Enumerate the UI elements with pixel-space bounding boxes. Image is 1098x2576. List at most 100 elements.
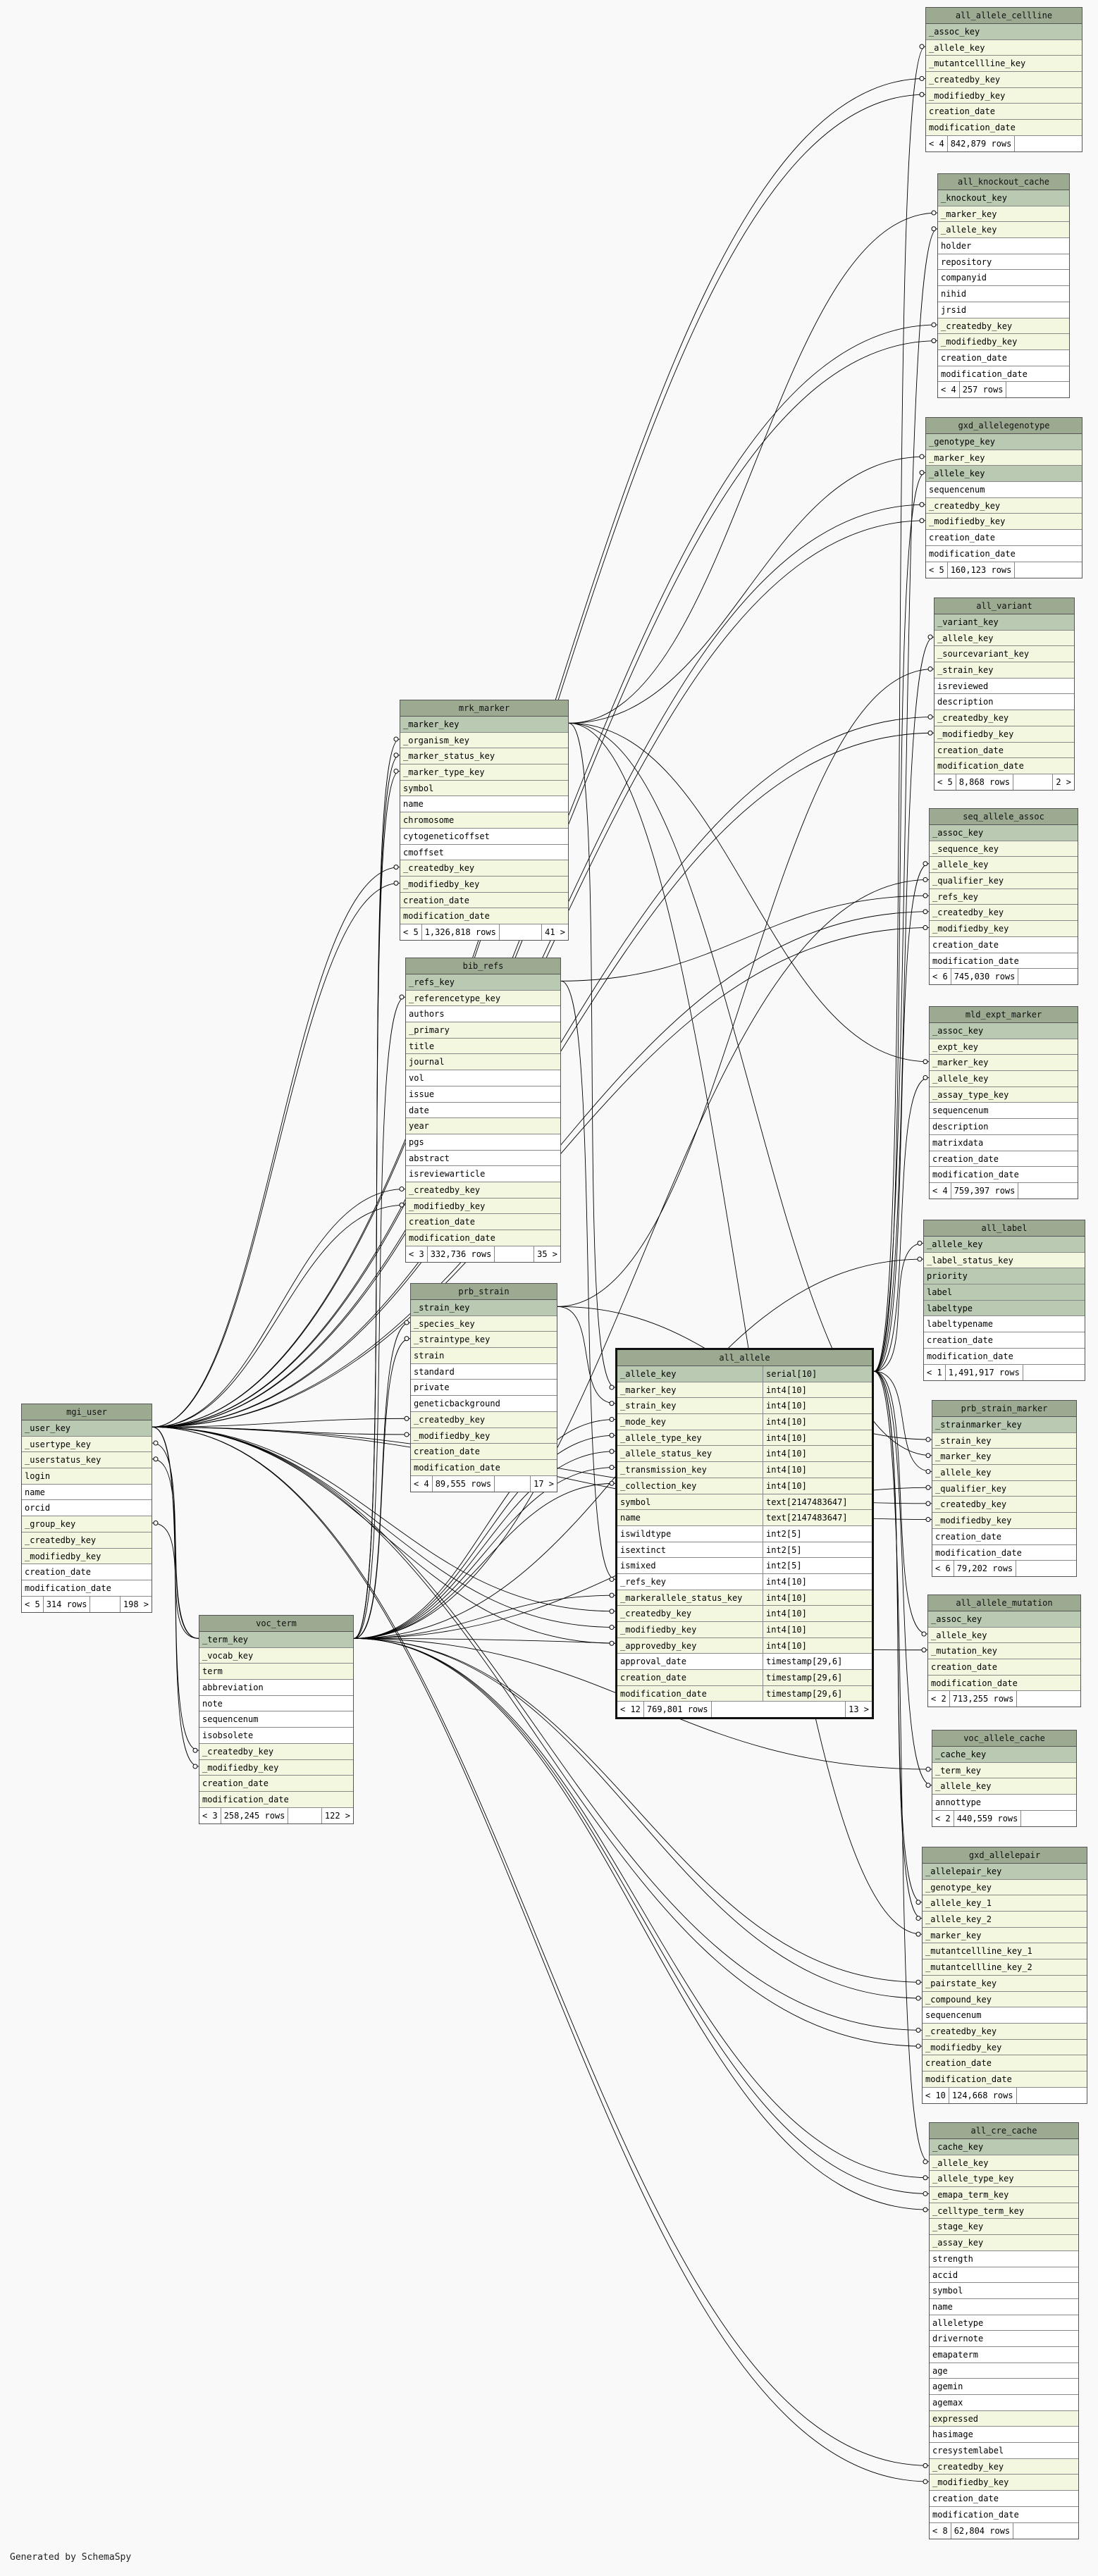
column-row[interactable]: _marker_key xyxy=(400,717,568,733)
column-row[interactable]: _modifiedby_key xyxy=(930,921,1078,937)
column-row[interactable]: _strain_key xyxy=(411,1300,557,1316)
table-gxd-allelepair[interactable]: gxd_allelepair_allelepair_key_genotype_k… xyxy=(922,1847,1087,2104)
column-row[interactable]: modification_date xyxy=(22,1580,152,1597)
children-count[interactable]: 198 > xyxy=(119,1596,152,1612)
column-row[interactable]: _species_key xyxy=(411,1315,557,1332)
column-row[interactable]: agemin xyxy=(930,2379,1078,2395)
parents-count[interactable]: < 12 xyxy=(617,1702,644,1718)
column-row[interactable]: _genotype_key xyxy=(923,1879,1087,1896)
column-row[interactable]: modification_date xyxy=(930,953,1078,970)
column-row[interactable]: modification_date xyxy=(199,1791,353,1808)
column-row[interactable]: modification_date xyxy=(928,1675,1080,1692)
column-row[interactable]: symbol xyxy=(400,780,568,797)
parents-count[interactable]: < 3 xyxy=(199,1807,221,1823)
column-row[interactable]: _cache_key xyxy=(930,2139,1078,2155)
parents-count[interactable]: < 5 xyxy=(22,1596,44,1612)
column-row[interactable]: abbreviation xyxy=(199,1680,353,1696)
column-row[interactable]: creation_date xyxy=(938,349,1069,366)
column-row[interactable]: _modifiedby_key xyxy=(411,1428,557,1444)
column-row[interactable]: _pairstate_key xyxy=(923,1975,1087,1992)
table-title[interactable]: bib_refs xyxy=(406,958,560,974)
column-row[interactable]: _marker_key xyxy=(938,206,1069,223)
table-title[interactable]: all_knockout_cache xyxy=(938,174,1069,190)
table-title[interactable]: all_allele_mutation xyxy=(928,1595,1080,1611)
table-title[interactable]: mld_expt_marker xyxy=(930,1007,1078,1023)
children-count[interactable]: 13 > xyxy=(845,1702,872,1718)
children-count[interactable]: 2 > xyxy=(1052,774,1074,790)
column-row[interactable]: _allele_key xyxy=(934,630,1074,647)
table-title[interactable]: voc_term xyxy=(199,1616,353,1632)
column-row[interactable]: _refs_key xyxy=(406,974,560,991)
column-row[interactable]: _modifiedby_key xyxy=(938,334,1069,350)
column-row[interactable]: _mutantcellline_key_1 xyxy=(923,1943,1087,1960)
column-row[interactable]: cytogeneticoffset xyxy=(400,828,568,845)
parents-count[interactable]: < 8 xyxy=(930,2522,951,2539)
table-seq-allele-assoc[interactable]: seq_allele_assoc_assoc_key_sequence_key_… xyxy=(929,808,1078,986)
column-row[interactable]: name xyxy=(22,1484,152,1501)
column-row[interactable]: _userstatus_key xyxy=(22,1452,152,1469)
column-row[interactable]: _assoc_key xyxy=(930,825,1078,841)
column-row[interactable]: label xyxy=(924,1284,1085,1301)
column-row[interactable]: creation_date xyxy=(928,1659,1080,1676)
column-row[interactable]: strength xyxy=(930,2250,1078,2267)
column-row[interactable]: _createdby_key xyxy=(926,497,1082,514)
column-row[interactable]: isreviewarticle xyxy=(406,1166,560,1182)
column-row[interactable]: _allele_type_key xyxy=(930,2171,1078,2188)
table-all-cre-cache[interactable]: all_cre_cache_cache_key_allele_key_allel… xyxy=(929,2122,1079,2539)
column-row[interactable]: modification_date xyxy=(930,2506,1078,2523)
table-all-allele-cellline[interactable]: all_allele_cellline_assoc_key_allele_key… xyxy=(925,7,1082,152)
column-row[interactable]: companyid xyxy=(938,270,1069,287)
column-row[interactable]: _sourcevariant_key xyxy=(934,646,1074,663)
column-row[interactable]: _createdby_key xyxy=(926,72,1082,88)
column-row[interactable]: title xyxy=(406,1038,560,1055)
table-all-allele-mutation[interactable]: all_allele_mutation_assoc_key_allele_key… xyxy=(927,1594,1081,1708)
column-row[interactable]: _mutation_key xyxy=(928,1643,1080,1660)
parents-count[interactable]: < 4 xyxy=(930,1182,951,1199)
column-row[interactable]: orcid xyxy=(22,1500,152,1517)
column-row[interactable]: _createdby_key xyxy=(930,905,1078,922)
column-row[interactable]: _allele_key_2 xyxy=(923,1912,1087,1928)
column-row[interactable]: _allele_key xyxy=(928,1627,1080,1644)
column-row[interactable]: modification_date xyxy=(932,1544,1076,1561)
column-row[interactable]: _stage_key xyxy=(930,2219,1078,2236)
column-row[interactable]: _createdby_key xyxy=(411,1411,557,1428)
column-row[interactable]: _variant_key xyxy=(934,614,1074,631)
column-row[interactable]: issue xyxy=(406,1086,560,1103)
column-row[interactable]: creation_date xyxy=(923,2055,1087,2072)
column-row[interactable]: holder xyxy=(938,238,1069,254)
column-row[interactable]: _modifiedby_key xyxy=(400,876,568,893)
column-row[interactable]: creation_date xyxy=(932,1528,1076,1545)
table-mrk-marker[interactable]: mrk_marker_marker_key_organism_key_marke… xyxy=(400,700,569,941)
column-row[interactable]: creation_date xyxy=(926,104,1082,120)
column-row[interactable]: vol xyxy=(406,1070,560,1086)
column-row[interactable]: modification_date xyxy=(926,120,1082,136)
column-row[interactable]: _assoc_key xyxy=(928,1611,1080,1628)
table-title[interactable]: mgi_user xyxy=(22,1404,152,1420)
column-row[interactable]: _assay_key xyxy=(930,2235,1078,2251)
table-mld-expt-marker[interactable]: mld_expt_marker_assoc_key_expt_key_marke… xyxy=(929,1006,1078,1199)
column-row[interactable]: nihid xyxy=(938,286,1069,302)
column-row[interactable]: name xyxy=(400,796,568,813)
column-row[interactable]: _modifiedby_key xyxy=(932,1513,1076,1529)
parents-count[interactable]: < 5 xyxy=(934,774,956,790)
column-row[interactable]: _group_key xyxy=(22,1516,152,1532)
table-title[interactable]: seq_allele_assoc xyxy=(930,809,1078,825)
column-row[interactable]: _marker_key xyxy=(923,1927,1087,1944)
column-row[interactable]: _assay_type_key xyxy=(930,1086,1078,1103)
column-row[interactable]: cmoffset xyxy=(400,844,568,861)
column-row[interactable]: isreviewed xyxy=(934,678,1074,695)
table-title[interactable]: all_allele_cellline xyxy=(926,8,1082,24)
parents-count[interactable]: < 2 xyxy=(928,1691,950,1707)
column-row[interactable]: _allele_key xyxy=(926,39,1082,56)
column-row[interactable]: _strain_key xyxy=(932,1432,1076,1449)
column-row[interactable]: login xyxy=(22,1468,152,1485)
